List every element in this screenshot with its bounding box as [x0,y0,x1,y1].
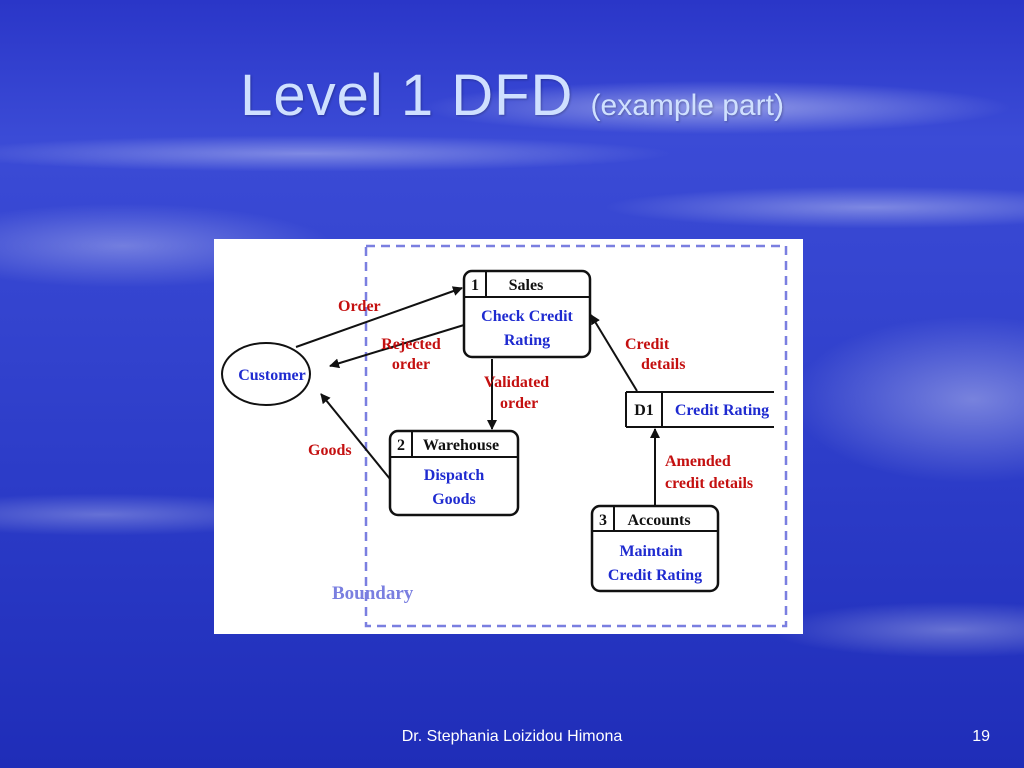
dfd-diagram: Boundary Customer 1 Sales Check Credit R… [214,239,803,634]
flow-credit-label-2: details [641,356,685,373]
data-store-name: Credit Rating [675,402,769,419]
flow-rejected-arrow [329,324,465,369]
system-boundary [364,244,788,628]
flow-goods-arrow [320,393,391,480]
dfd-svg: Boundary Customer 1 Sales Check Credit R… [221,244,788,628]
flow-amended-label-1: Amended [665,453,731,470]
process-warehouse-number: 2 [397,437,405,454]
boundary-label: Boundary [332,583,414,604]
flow-validated-label-1: Validated [484,374,549,391]
flow-order-label: Order [338,298,381,315]
process-warehouse-line1: Dispatch [424,467,485,484]
data-store-id: D1 [634,402,654,419]
slide-title-sub: (example part) [590,89,784,122]
process-warehouse-title: Warehouse [423,437,499,454]
data-store-credit-rating: D1 Credit Rating [625,391,774,428]
process-accounts-number: 3 [599,512,607,529]
customer-label: Customer [238,367,306,384]
process-accounts-line2: Credit Rating [608,567,702,584]
flow-order-arrow [295,286,463,348]
flow-credit-arrow [590,314,638,392]
page-number: 19 [972,728,990,745]
process-sales-line2: Rating [504,332,550,349]
process-accounts: 3 Accounts Maintain Credit Rating [590,504,720,593]
process-sales-line1: Check Credit [481,308,573,325]
process-sales-number: 1 [471,277,479,294]
process-accounts-title: Accounts [627,512,690,529]
process-warehouse: 2 Warehouse Dispatch Goods [388,429,520,517]
footer-author: Dr. Stephania Loizidou Himona [401,728,623,745]
flow-validated-label-2: order [500,395,538,412]
process-accounts-line1: Maintain [619,543,682,560]
slide-title: Level 1 DFD (example part) [0,62,1024,129]
slide-title-main: Level 1 DFD [240,63,574,128]
flow-rejected-label-2: order [392,356,430,373]
flow-credit-label-1: Credit [625,336,670,353]
flow-goods-label: Goods [308,442,352,459]
customer-entity [221,342,311,406]
flow-rejected-label-1: Rejected [381,336,441,353]
flow-amended-label-2: credit details [665,475,753,492]
process-sales-title: Sales [509,277,544,294]
process-warehouse-line2: Goods [432,491,476,508]
process-sales: 1 Sales Check Credit Rating [462,269,592,359]
